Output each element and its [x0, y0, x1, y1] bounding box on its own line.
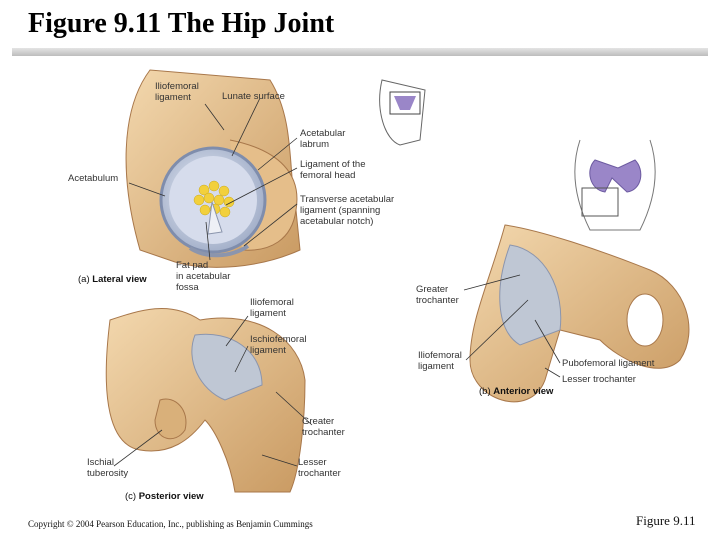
lateral-view-caption: (a) Lateral view: [78, 274, 147, 285]
leader-lines: [113, 97, 561, 467]
posterior-view-drawing: [105, 307, 306, 493]
anterior-view-drawing: [469, 224, 690, 403]
anterior-view-letter: (b): [479, 386, 491, 397]
title-divider: [12, 48, 708, 56]
lateral-view-letter: (a): [78, 274, 90, 285]
pelvis-inset-icon: [574, 139, 656, 231]
copyright-notice: Copyright © 2004 Pearson Education, Inc.…: [28, 519, 313, 529]
slide-title: Figure 9.11 The Hip Joint: [28, 8, 335, 39]
posterior-view-title: Posterior view: [138, 491, 204, 502]
lateral-view-drawing: [125, 69, 301, 268]
posterior-view-letter: (c): [125, 491, 137, 502]
hip-inset-icon: [379, 79, 426, 146]
label-acetabulum: Acetabulum: [68, 173, 119, 184]
label-lunate-surface: Lunate surface: [222, 91, 285, 102]
posterior-view-caption: (c) Posterior view: [125, 491, 204, 502]
anterior-view-title: Anterior view: [493, 386, 554, 397]
anterior-view-caption: (b) Anterior view: [479, 386, 553, 397]
label-lesser-trochanter-b: Lesser trochanter: [562, 374, 636, 385]
figure-number: Figure 9.11: [636, 513, 696, 528]
lateral-view-title: Lateral view: [92, 274, 147, 285]
label-pubofemoral-ligament: Pubofemoral ligament: [562, 358, 655, 369]
